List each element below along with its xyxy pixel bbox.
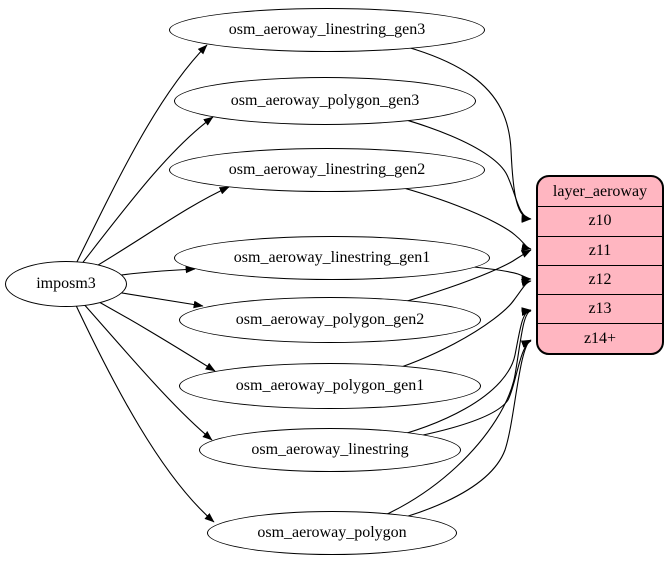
layer-aeroway-row-z14plus: z14+ <box>538 323 662 352</box>
node-osm-aeroway-polygon: osm_aeroway_polygon <box>207 511 457 555</box>
edge-imposm3-to-osm_aeroway_linestring_gen3 <box>65 44 208 285</box>
node-osm-aeroway-linestring: osm_aeroway_linestring <box>199 428 461 472</box>
node-osm-aeroway-polygon-gen2: osm_aeroway_polygon_gen2 <box>179 297 481 343</box>
node-osm-aeroway-linestring-gen2: osm_aeroway_linestring_gen2 <box>169 148 485 192</box>
layer-aeroway-row-z13: z13 <box>538 294 662 323</box>
node-osm-aeroway-linestring-gen1: osm_aeroway_linestring_gen1 <box>174 236 490 280</box>
edge-imposm3-to-osm_aeroway_polygon_gen3 <box>65 116 214 285</box>
layer-aeroway-row-z10: z10 <box>538 206 662 235</box>
edge-imposm3-to-osm_aeroway_linestring <box>65 283 213 441</box>
node-osm-aeroway-polygon-gen1: osm_aeroway_polygon_gen1 <box>179 363 481 409</box>
edge-osm_aeroway_polygon-to-layer_aeroway:z13 <box>331 308 532 534</box>
layer-aeroway-row-z12: z12 <box>538 264 662 294</box>
node-osm-aeroway-linestring-gen3: osm_aeroway_linestring_gen3 <box>169 8 485 52</box>
edge-imposm3-to-osm_aeroway_polygon <box>65 283 215 523</box>
edge-osm_aeroway_linestring_gen3-to-layer_aeroway:z10 <box>326 29 532 223</box>
node-osm-aeroway-polygon-gen3: osm_aeroway_polygon_gen3 <box>174 77 476 125</box>
layer-aeroway-row-z11: z11 <box>538 235 662 265</box>
node-imposm3: imposm3 <box>5 261 127 307</box>
layer-aeroway-header: layer_aeroway <box>552 182 648 200</box>
node-layer-aeroway: layer_aeroway z10 z11 z12 z13 z14+ <box>536 175 664 355</box>
